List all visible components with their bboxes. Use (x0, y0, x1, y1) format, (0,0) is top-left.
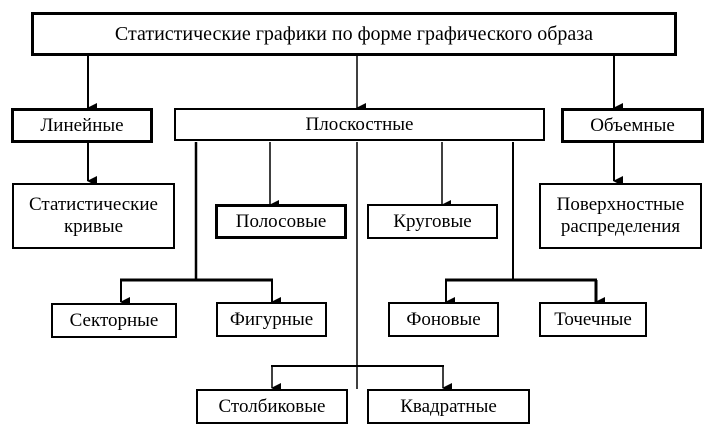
node-circular-label: Круговые (393, 210, 472, 232)
node-root-label: Статистические графики по форме графичес… (114, 23, 594, 45)
node-dot-label: Точечные (554, 308, 632, 330)
node-volumetric: Объемные (561, 108, 704, 143)
node-square: Квадратные (367, 389, 530, 424)
node-column: Столбиковые (196, 389, 348, 424)
node-circular: Круговые (367, 204, 498, 239)
node-planar: Плоскостные (174, 108, 545, 141)
node-figure-label: Фигурные (229, 308, 314, 330)
node-figure: Фигурные (216, 302, 327, 337)
node-dot: Точечные (539, 302, 647, 337)
node-planar-label: Плоскостные (305, 113, 414, 135)
node-strip-label: Полосовые (235, 210, 327, 232)
node-column-label: Столбиковые (218, 395, 326, 417)
node-statistical-curves-line1: Статистические (28, 194, 158, 215)
node-linear-label: Линейные (40, 114, 124, 136)
node-background: Фоновые (388, 302, 499, 337)
node-square-label: Квадратные (400, 395, 497, 417)
node-linear: Линейные (11, 108, 153, 143)
node-statistical-curves-line2: кривые (63, 216, 124, 237)
node-sector-label: Секторные (69, 309, 159, 331)
node-sector: Секторные (51, 303, 177, 338)
node-background-label: Фоновые (406, 308, 481, 330)
node-surface-distribution: Поверхностные распределения (539, 183, 702, 249)
node-statistical-curves: Статистические кривые (12, 183, 175, 249)
node-volumetric-label: Объемные (590, 114, 675, 136)
node-surface-distribution-line1: Поверхностные (556, 194, 685, 215)
node-root: Статистические графики по форме графичес… (31, 12, 677, 56)
node-surface-distribution-line2: распределения (560, 216, 681, 237)
node-strip: Полосовые (215, 204, 347, 239)
